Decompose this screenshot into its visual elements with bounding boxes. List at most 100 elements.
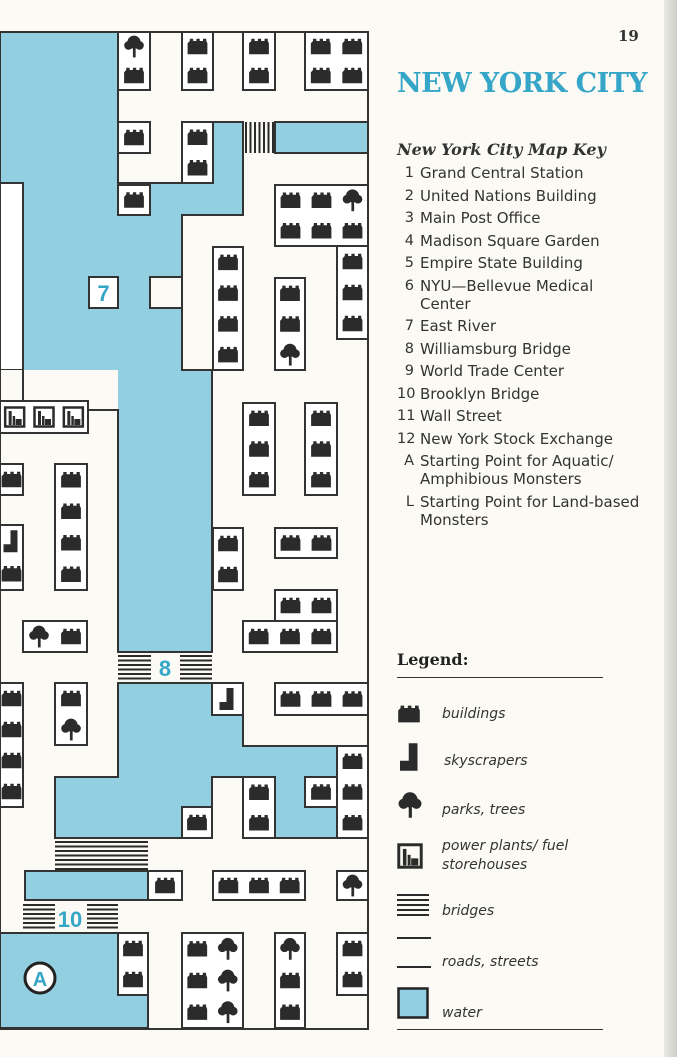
key-label: NYU—Bellevue Medical Center — [420, 276, 594, 313]
key-id: L — [405, 493, 414, 510]
building-icon — [280, 972, 300, 989]
water-area — [274, 121, 369, 154]
city-block — [242, 31, 276, 91]
key-label: World Trade Center — [420, 362, 565, 380]
legend-item-trees: parks, trees — [397, 790, 525, 820]
city-block — [212, 527, 244, 591]
key-label: Wall Street — [420, 407, 502, 425]
building-icon — [311, 192, 332, 208]
building-icon — [311, 691, 332, 707]
bridge-stripe — [55, 863, 148, 866]
building-icon — [280, 285, 300, 302]
building-icon — [342, 253, 363, 270]
building-icon — [61, 690, 81, 707]
bridge-stripe — [267, 122, 270, 153]
bridge-stripe — [55, 859, 148, 861]
building-icon — [1, 566, 22, 582]
building-icon — [310, 67, 331, 84]
building-icon — [249, 441, 269, 457]
williamsburg-bridge-stripe — [118, 664, 151, 666]
building-icon — [187, 814, 207, 831]
building-icon — [123, 940, 143, 957]
williamsburg-bridge-stripe — [118, 668, 151, 671]
williamsburg-bridge-stripe — [180, 668, 212, 671]
building-icon — [342, 691, 363, 707]
williamsburg-bridge-stripe — [118, 659, 151, 662]
legend-top-rule — [397, 677, 603, 678]
city-block — [117, 31, 151, 91]
east-river-label-box — [88, 276, 119, 309]
brooklyn-bridge-stripe — [87, 913, 118, 915]
key-id: 5 — [404, 255, 414, 271]
building-icon — [187, 160, 208, 176]
building-icon — [124, 129, 144, 146]
key-label: East River — [420, 317, 496, 335]
building-icon — [342, 38, 363, 55]
building-icon — [311, 628, 332, 645]
key-label: Starting Point for Aquatic/ Amphibious M… — [420, 452, 614, 488]
building-icon — [310, 38, 331, 55]
building-icon — [397, 699, 433, 729]
building-icon — [61, 628, 81, 645]
legend-label: bridges — [442, 902, 495, 919]
building-icon — [187, 67, 208, 84]
building-icon — [311, 471, 331, 488]
building-icon — [249, 815, 269, 831]
land-area — [0, 182, 24, 371]
key-id: 8 — [404, 340, 414, 357]
bridge-stripe — [55, 854, 148, 857]
road-icon — [397, 935, 433, 975]
bridge-stripe — [55, 850, 148, 852]
building-icon — [280, 597, 301, 614]
building-icon — [218, 316, 238, 332]
legend-label: parks, trees — [442, 801, 526, 818]
bridge-stripe — [55, 841, 148, 843]
city-block — [336, 745, 369, 839]
key-label: Starting Point for Land-based Monsters — [420, 492, 640, 529]
building-icon — [249, 38, 269, 55]
page-title: NEW YORK CITY — [397, 68, 648, 99]
building-icon — [311, 597, 332, 614]
legend-heading: Legend: — [397, 650, 469, 669]
aquatic-start-label: A — [33, 969, 47, 991]
williamsburg-bridge-stripe — [118, 673, 151, 675]
building-icon — [218, 877, 239, 894]
building-icon — [342, 940, 363, 957]
east-river-label: 7 — [97, 281, 109, 306]
legend-label: water — [442, 1005, 482, 1021]
building-icon — [249, 877, 269, 894]
tree-icon — [397, 790, 433, 820]
key-id: 4 — [404, 232, 414, 249]
map-border — [0, 31, 369, 1030]
building-icon — [187, 1004, 208, 1020]
legend-item-skyscrapers: skyscrapers — [397, 742, 528, 772]
water-area — [24, 870, 149, 901]
williamsburg-bridge-stripe — [180, 677, 212, 680]
williamsburg-bridge-stripe — [180, 655, 212, 657]
city-block — [0, 682, 24, 808]
building-icon — [280, 535, 301, 551]
city-block — [336, 245, 369, 340]
brooklyn-bridge-stripe — [23, 926, 55, 929]
building-icon — [187, 972, 208, 989]
key-id: 12 — [397, 430, 416, 447]
bridge-stripe — [258, 122, 261, 153]
legend-item-roads: roads, streets — [397, 935, 539, 975]
legend-item-water: water — [397, 982, 482, 1023]
key-label: New York Stock Exchange — [420, 429, 614, 448]
city-block — [242, 402, 276, 496]
brooklyn-bridge-stripe — [87, 904, 118, 906]
building-icon — [1, 752, 22, 769]
city-block — [212, 870, 306, 901]
building-icon — [218, 254, 238, 271]
key-label: Grand Central Station — [420, 164, 584, 182]
building-icon — [280, 223, 301, 239]
building-icon — [342, 67, 363, 84]
key-id: 7 — [404, 318, 414, 334]
skyscraper-icon — [397, 742, 433, 772]
williamsburg-bridge-stripe — [180, 659, 212, 662]
